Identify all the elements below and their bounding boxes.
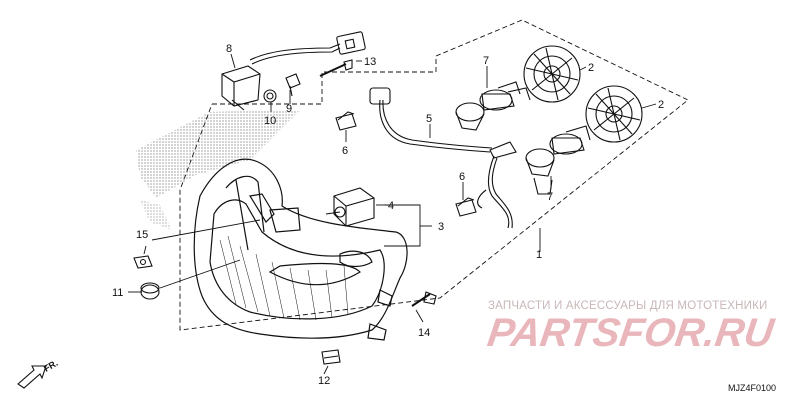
bulb-upper [455, 81, 531, 131]
nut-15 [133, 255, 153, 269]
callout-4: 4 [388, 200, 394, 212]
callout-2-lower: 2 [658, 99, 664, 111]
assembly-boundary [179, 19, 689, 331]
callout-9: 9 [286, 103, 292, 115]
grommet-11 [140, 282, 160, 300]
body-panel-shading [136, 110, 300, 230]
callout-15: 15 [136, 229, 148, 241]
front-direction-indicator: FR. [17, 358, 60, 389]
position-bulb-lower [455, 197, 477, 217]
callout-6-upper: 6 [342, 145, 348, 157]
direction-arrow-icon [17, 365, 47, 389]
callout-7-upper: 7 [483, 55, 489, 67]
leader-lines [128, 53, 657, 375]
dust-cover-upper [523, 45, 581, 103]
watermark-tagline: ЗАПЧАСТИ И АКСЕССУАРЫ ДЛЯ МОТОТЕХНИКИ [488, 300, 768, 312]
callout-8: 8 [226, 43, 232, 55]
callout-10: 10 [264, 115, 276, 127]
dust-cover-lower [585, 85, 643, 143]
diagram-code: MJZ4F0100 [728, 383, 776, 393]
socket-subassembly [221, 31, 366, 111]
callout-1: 1 [536, 249, 542, 261]
callout-7-lower: 7 [547, 191, 553, 203]
callout-5: 5 [426, 113, 432, 125]
headlight-housing [193, 158, 408, 341]
bulb-lower [525, 125, 591, 195]
callout-3: 3 [438, 221, 444, 233]
callout-13: 13 [364, 56, 376, 68]
watermark-logo: PARTSFOR.RU [484, 311, 777, 355]
clip-12 [321, 349, 341, 365]
callout-12: 12 [318, 375, 330, 387]
callout-6-lower: 6 [459, 171, 465, 183]
callout-2-upper: 2 [588, 62, 594, 74]
screw-14 [411, 291, 437, 307]
callout-11: 11 [112, 287, 123, 299]
leveling-actuator [325, 187, 375, 227]
direction-label: FR. [42, 358, 60, 374]
callout-14: 14 [418, 327, 430, 339]
callout-labels: 8 9 10 13 6 7 2 2 5 7 6 4 3 1 15 11 12 1… [112, 43, 664, 387]
housing-lens-detail [219, 235, 349, 321]
position-bulb-upper [335, 111, 357, 131]
sub-harness [369, 87, 517, 229]
